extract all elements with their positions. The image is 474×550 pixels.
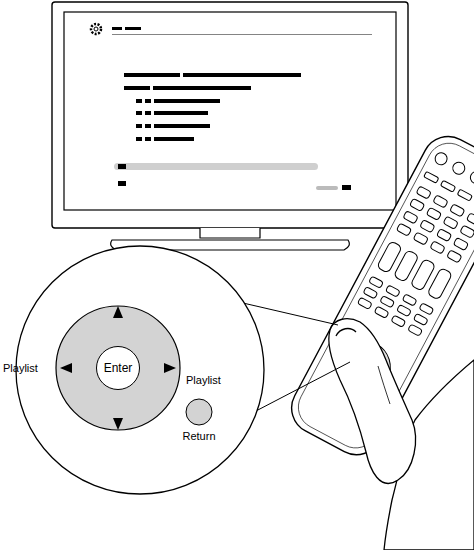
remote-button bbox=[453, 237, 468, 250]
enter-button: Enter bbox=[96, 346, 140, 390]
remote-button bbox=[369, 276, 384, 288]
remote-button bbox=[460, 225, 474, 238]
button-label: Enter bbox=[104, 361, 133, 375]
remote-button bbox=[430, 241, 445, 254]
remote-button bbox=[408, 324, 423, 336]
direction-arrows bbox=[60, 306, 176, 430]
remote-button bbox=[451, 160, 467, 176]
remote-button bbox=[403, 211, 418, 224]
hand bbox=[329, 319, 474, 550]
remote-button bbox=[396, 223, 411, 236]
screen-menu bbox=[91, 24, 372, 190]
remote-button bbox=[413, 232, 428, 245]
remote-button bbox=[357, 297, 372, 309]
remote-button bbox=[391, 315, 406, 327]
remote-button bbox=[426, 207, 441, 220]
remote-button bbox=[440, 180, 455, 192]
remote-button bbox=[416, 186, 431, 199]
remote-button bbox=[433, 195, 448, 208]
remote-button bbox=[450, 204, 465, 217]
remote-button bbox=[466, 213, 474, 226]
remote-button bbox=[410, 198, 425, 211]
remote-button bbox=[420, 220, 435, 233]
remote-button bbox=[385, 285, 400, 297]
remote-button bbox=[443, 216, 458, 229]
remote-button bbox=[397, 304, 412, 316]
remote-button bbox=[413, 313, 428, 325]
tv bbox=[52, 2, 408, 250]
button-circle bbox=[186, 399, 212, 425]
remote-button bbox=[447, 250, 462, 263]
button-function-label: Playlist bbox=[186, 374, 474, 386]
remote-button bbox=[363, 287, 378, 299]
return-button: Return bbox=[180, 398, 218, 442]
remote-button bbox=[437, 229, 452, 242]
remote-button bbox=[433, 151, 449, 167]
remote-button bbox=[380, 296, 395, 308]
remote-button bbox=[402, 294, 417, 306]
remote-button bbox=[468, 169, 474, 185]
zoom-circle bbox=[16, 246, 264, 494]
button-function-label: Playlist bbox=[3, 362, 474, 374]
remote-button bbox=[374, 306, 389, 318]
remote-button bbox=[427, 267, 453, 300]
button-label: Return bbox=[182, 430, 215, 442]
remote-button bbox=[457, 189, 472, 201]
remote-button bbox=[419, 303, 434, 315]
remote-button bbox=[424, 171, 439, 183]
button-outline bbox=[185, 398, 213, 426]
